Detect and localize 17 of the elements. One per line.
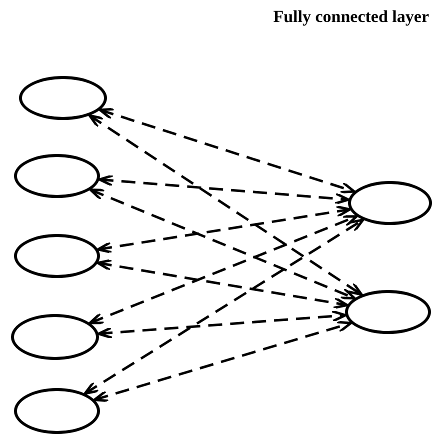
neuron-circle: [14, 388, 100, 434]
neuron-circle: [11, 314, 99, 360]
neuron-circle: [19, 76, 107, 120]
dashed-arrow: [97, 310, 347, 339]
neuron-circle: [14, 154, 100, 198]
title: Fully connected layer: [273, 6, 429, 28]
dashed-arrow: [84, 218, 364, 395]
dashed-arrow: [88, 114, 363, 296]
dashed-arrow: [98, 108, 356, 194]
dashed-arrow: [88, 215, 358, 324]
neuron-circle: [345, 290, 431, 334]
dashed-arrow: [89, 188, 356, 300]
neuron-circle: [348, 181, 432, 225]
dashed-arrow: [93, 320, 352, 402]
dashed-arrow: [96, 205, 352, 254]
dashed-arrow: [98, 174, 350, 205]
dashed-arrow: [96, 258, 348, 310]
